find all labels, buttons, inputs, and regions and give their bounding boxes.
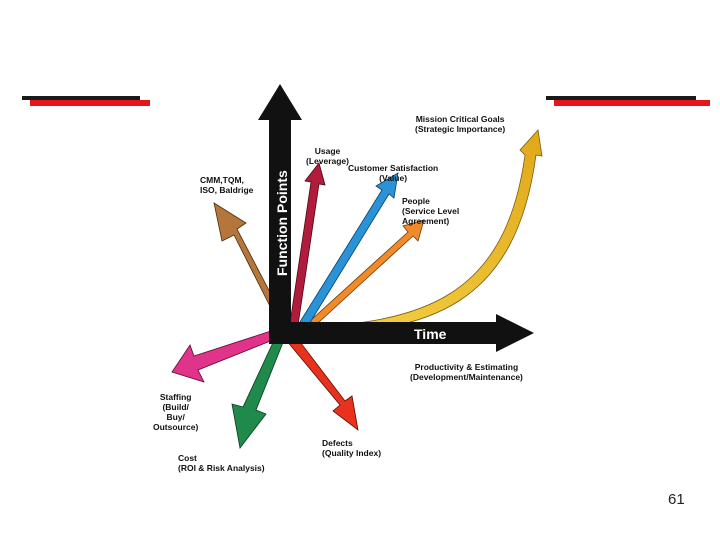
defects-arrow (285, 333, 359, 431)
customer-satisfaction-arrow (294, 172, 399, 335)
label-staffing: Staffing (Build/ Buy/ Outsource) (153, 392, 199, 432)
right-title-rule-shadow (546, 96, 696, 100)
page-number: 61 (668, 491, 685, 508)
label-defects: Defects (Quality Index) (322, 438, 382, 458)
usage-arrow (288, 162, 326, 333)
staffing-arrow (171, 329, 279, 383)
label-cost: Cost (ROI & Risk Analysis) (178, 453, 265, 473)
label-mission-critical: Mission Critical Goals (Strategic Import… (415, 114, 506, 134)
y-axis-label: Function Points (274, 170, 290, 276)
label-productivity-estimating: Productivity & Estimating (Development/M… (410, 362, 523, 382)
left-title-rule-shadow (22, 96, 140, 100)
people-arrow (299, 219, 425, 335)
x-axis-arrow (269, 314, 534, 352)
label-usage: Usage (Leverage) (306, 146, 349, 166)
cost-arrow (231, 335, 285, 449)
left-title-rule (22, 96, 150, 106)
label-customer-satisfaction: Customer Satisfaction (Value) (348, 163, 439, 183)
label-cmm: CMM,TQM, ISO, Baldrige (200, 175, 254, 195)
label-people: People (Service Level Agreement) (402, 196, 460, 226)
x-axis-label: Time (414, 326, 447, 342)
right-title-rule (546, 96, 710, 106)
y-axis-arrow (258, 84, 302, 336)
